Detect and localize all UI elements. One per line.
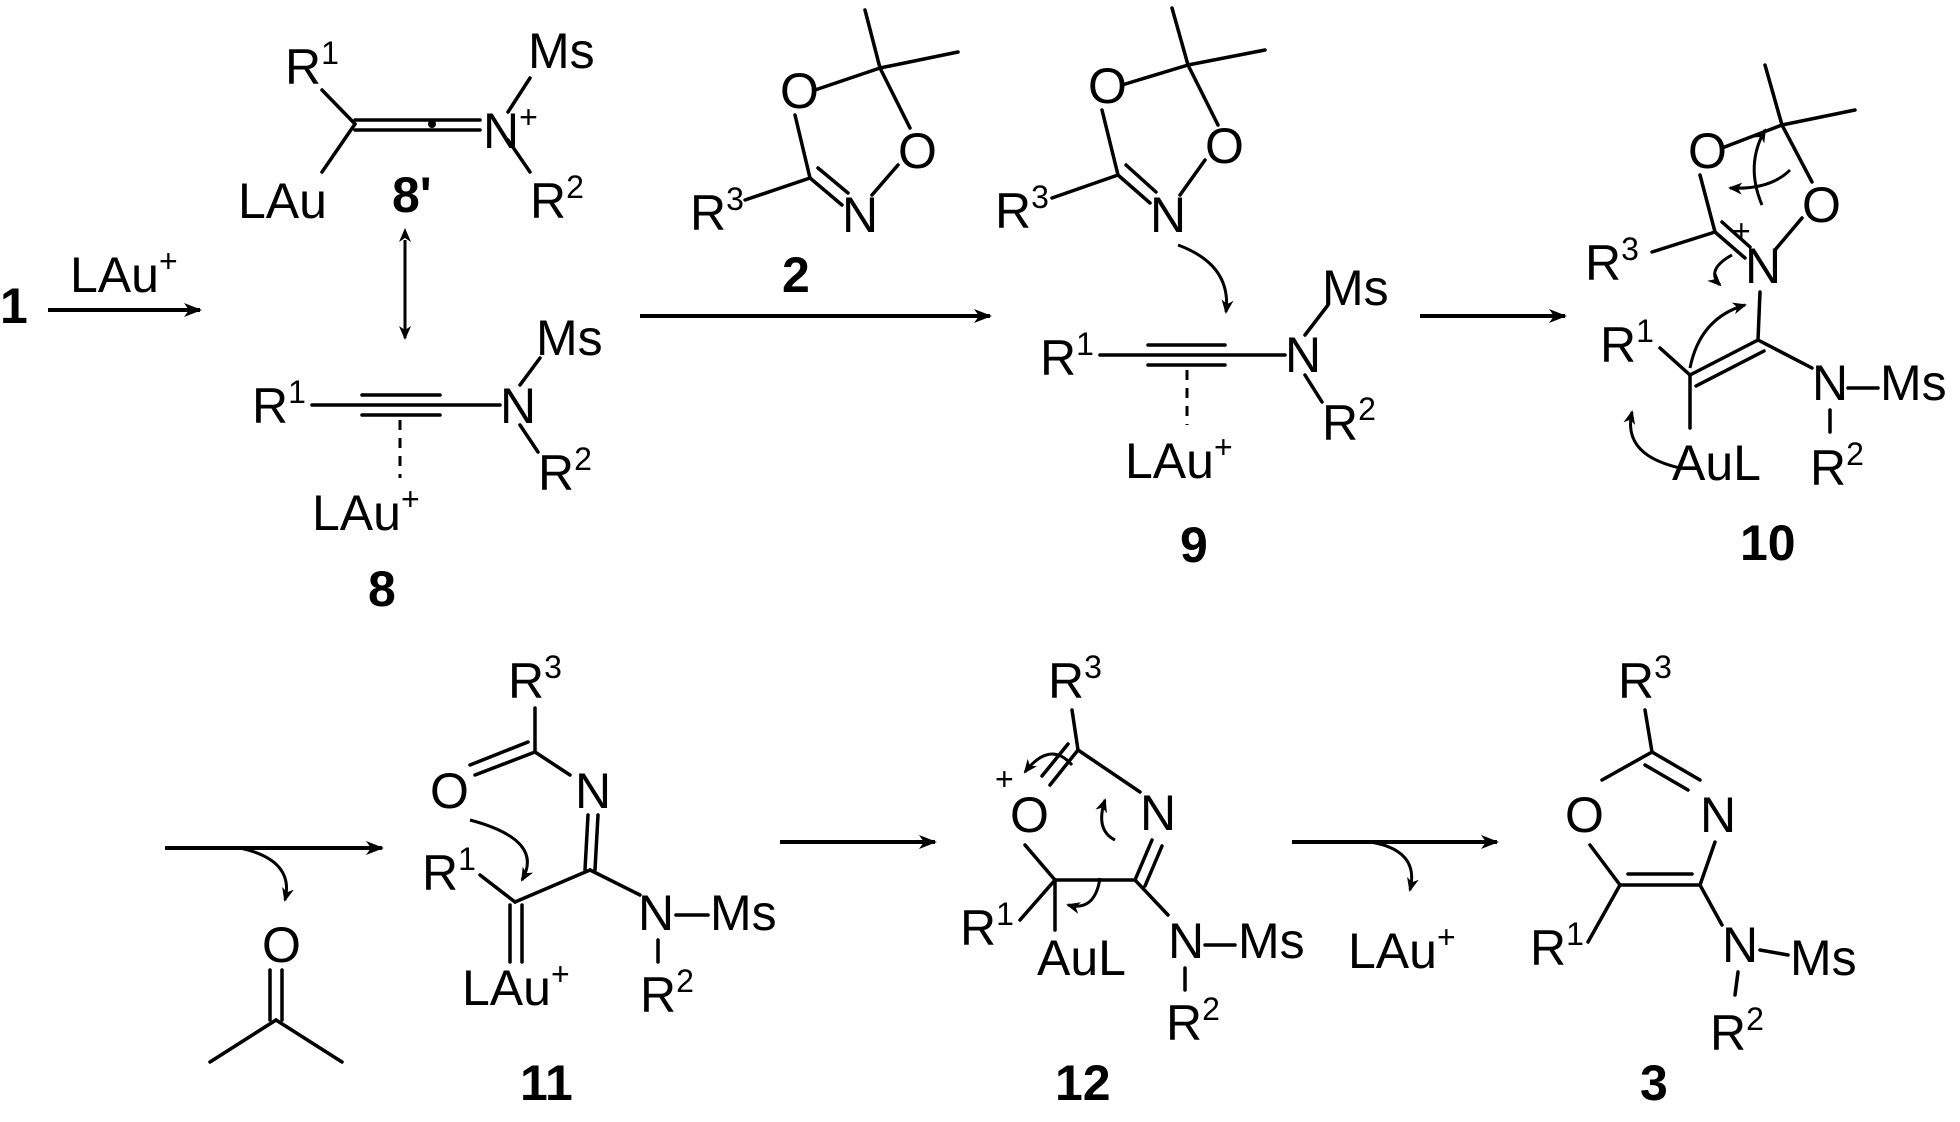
compound-label-8: 8 — [368, 561, 396, 617]
svg-text:R3: R3 — [1618, 649, 1672, 709]
compound-label-12: 12 — [1055, 1055, 1111, 1111]
svg-text:R3: R3 — [1585, 231, 1639, 291]
svg-text:N: N — [575, 763, 611, 819]
structure-8: R1 N Ms R2 LAu+ 8 — [252, 310, 603, 617]
svg-text:O: O — [1688, 123, 1727, 179]
structure-12: R3 N O + R1 AuL N Ms R2 12 — [960, 649, 1305, 1111]
svg-text:N: N — [1285, 327, 1321, 383]
svg-text:Ms: Ms — [710, 885, 777, 941]
svg-text:O: O — [1010, 787, 1049, 843]
svg-text:AuL: AuL — [1672, 435, 1761, 491]
svg-text:R2: R2 — [530, 169, 584, 229]
svg-text:O: O — [780, 63, 819, 119]
svg-text:Ms: Ms — [1880, 355, 1947, 411]
svg-text:R3: R3 — [995, 179, 1049, 239]
structure-8-prime: R1 Ms N+ LAu R2 8' — [238, 23, 595, 229]
leaving-group-lau: LAu+ — [1348, 919, 1456, 979]
svg-text:R2: R2 — [1810, 436, 1864, 496]
svg-text:R1: R1 — [1530, 916, 1584, 976]
compound-label-11: 11 — [520, 1055, 573, 1111]
svg-text:Ms: Ms — [1238, 913, 1305, 969]
svg-text:LAu+: LAu+ — [462, 956, 570, 1016]
step-arrow-1: 1 LAu+ — [0, 243, 202, 334]
svg-text:R1: R1 — [1600, 313, 1654, 373]
svg-text:R3: R3 — [508, 649, 562, 709]
svg-text:+: + — [1732, 213, 1751, 249]
structure-9: O O N R3 R1 N Ms R2 LAu+ 9 — [995, 6, 1389, 573]
step-arrow-acetone: O — [165, 841, 384, 1064]
svg-text:LAu+: LAu+ — [312, 481, 420, 541]
svg-text:R2: R2 — [640, 963, 694, 1023]
svg-text:N: N — [1168, 913, 1204, 969]
compound-label-8-prime: 8' — [392, 167, 432, 223]
compound-label-2: 2 — [782, 247, 810, 303]
svg-text:O: O — [1565, 787, 1604, 843]
svg-text:AuL: AuL — [1037, 930, 1126, 986]
svg-text:O: O — [1088, 58, 1127, 114]
svg-text:R2: R2 — [1710, 1001, 1764, 1061]
svg-text:R3: R3 — [690, 181, 744, 241]
reagent-lau: LAu+ — [70, 243, 178, 303]
compound-label-3: 3 — [1640, 1055, 1668, 1111]
svg-text:R1: R1 — [960, 896, 1014, 956]
atom-ms: Ms — [528, 23, 595, 79]
svg-text:N: N — [1812, 355, 1848, 411]
compound-label-1: 1 — [0, 278, 28, 334]
svg-text:LAu+: LAu+ — [1125, 429, 1233, 489]
svg-text:O: O — [262, 917, 301, 973]
svg-text:R3: R3 — [1048, 649, 1102, 709]
structure-10: O O N + R3 R1 AuL N Ms R2 10 — [1585, 63, 1947, 571]
compound-label-10: 10 — [1740, 515, 1796, 571]
svg-text:R2: R2 — [1166, 991, 1220, 1051]
svg-text:Ms: Ms — [536, 310, 603, 366]
svg-text:O: O — [430, 763, 469, 819]
svg-text:R2: R2 — [1322, 391, 1376, 451]
svg-text:+: + — [995, 761, 1014, 797]
step-arrow-gold-loss: LAu+ — [1292, 835, 1499, 979]
svg-text:O: O — [1205, 118, 1244, 174]
svg-text:N: N — [1140, 785, 1176, 841]
structure-2: O O N R3 2 — [690, 8, 960, 303]
svg-text:LAu: LAu — [238, 173, 327, 229]
structure-3: R3 O N R1 N Ms R2 3 — [1530, 649, 1857, 1111]
svg-text:N: N — [1700, 787, 1736, 843]
svg-text:R1: R1 — [285, 35, 339, 95]
svg-text:O: O — [1802, 177, 1841, 233]
svg-text:N: N — [500, 378, 536, 434]
svg-text:N: N — [638, 885, 674, 941]
svg-text:O: O — [898, 123, 937, 179]
svg-text:N: N — [1722, 917, 1758, 973]
compound-label-9: 9 — [1180, 517, 1208, 573]
svg-text:R1: R1 — [252, 374, 306, 434]
svg-text:R1: R1 — [1040, 326, 1094, 386]
svg-text:R1: R1 — [422, 841, 476, 901]
svg-text:Ms: Ms — [1790, 930, 1857, 986]
structure-11: R3 O N R1 N Ms R2 LAu+ 11 — [422, 649, 777, 1111]
svg-text:Ms: Ms — [1322, 260, 1389, 316]
svg-text:R2: R2 — [538, 441, 592, 501]
